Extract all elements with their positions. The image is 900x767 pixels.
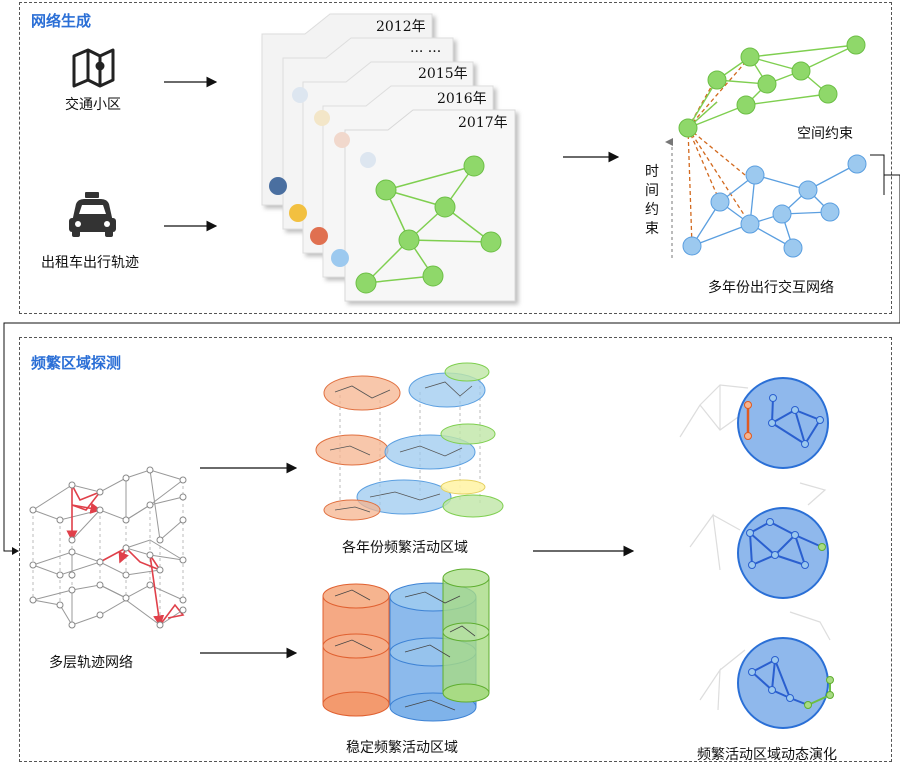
network-caption: 多年份出行交互网络 bbox=[708, 280, 834, 296]
year-label-2015: 2015年 bbox=[418, 66, 468, 82]
section-title-network-generation: 网络生成 bbox=[31, 12, 92, 30]
panel-connector-line bbox=[3, 174, 900, 552]
trajectory-path-red bbox=[66, 484, 185, 627]
yearly-frequent-regions bbox=[315, 362, 504, 521]
section-title-frequent-region: 频繁区域探测 bbox=[31, 354, 122, 372]
temporal-constraint-label: 时间约束 bbox=[645, 164, 659, 237]
evolution-label: 频繁活动区域动态演化 bbox=[697, 747, 837, 763]
year-label-2012: 2012年 bbox=[376, 19, 426, 35]
year-label-dots: ... ... bbox=[410, 40, 442, 56]
year-label-2016: 2016年 bbox=[437, 91, 487, 107]
stable-frequent-regions bbox=[322, 568, 490, 722]
multilayer-network-label: 多层轨迹网络 bbox=[49, 655, 133, 671]
multilayer-nodes bbox=[29, 466, 187, 629]
taxi-icon bbox=[69, 192, 116, 237]
map-icon bbox=[72, 48, 115, 88]
evolution-stage-1 bbox=[679, 377, 829, 469]
cylinder-green bbox=[442, 568, 490, 703]
yearly-regions-label: 各年份频繁活动区域 bbox=[342, 540, 468, 556]
evolution-stage-2 bbox=[689, 482, 829, 599]
multilayer-trajectory-network bbox=[32, 469, 184, 626]
multi-year-network bbox=[665, 35, 885, 258]
year-label-2017: 2017年 bbox=[458, 115, 508, 131]
stable-regions-label: 稳定频繁活动区域 bbox=[346, 740, 458, 756]
cylinder-orange bbox=[322, 583, 390, 717]
document-stack bbox=[261, 13, 516, 302]
input-label-taxi: 出租车出行轨迹 bbox=[41, 255, 139, 271]
panel-connector-arrowhead bbox=[12, 547, 19, 555]
input-label-zone: 交通小区 bbox=[65, 97, 121, 113]
frequent-region-detection-panel bbox=[19, 337, 892, 762]
evolution-stage-3 bbox=[699, 611, 834, 729]
network-generation-panel bbox=[19, 2, 892, 314]
spatial-constraint-label: 空间约束 bbox=[797, 126, 853, 142]
